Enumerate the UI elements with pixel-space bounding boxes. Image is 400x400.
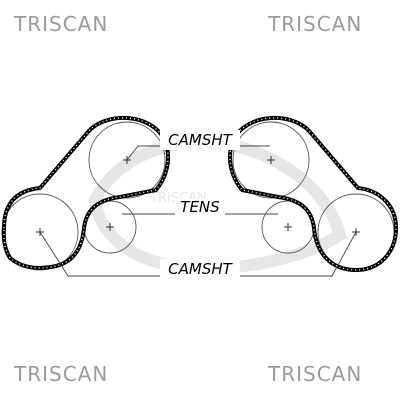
watermark-top-right: TRISCAN [268,12,363,36]
label-tensioner: TENS [180,198,220,216]
annotation-camshaft-top: CAMSHT [126,130,270,161]
watermark-bottom-left: TRISCAN [14,362,109,386]
label-camshaft-top: CAMSHT [168,131,233,149]
annotation-camshaft-bottom: CAMSHT [39,231,357,279]
belt-teeth [3,117,397,271]
watermark-bottom-right: TRISCAN [268,362,363,386]
label-camshaft-bottom: CAMSHT [168,260,233,278]
pulley-camshaft-left [88,121,166,199]
pulley-camshaft-right [232,121,310,199]
watermark-top-left: TRISCAN [14,12,109,36]
annotation-tensioner: TENS [122,198,278,217]
